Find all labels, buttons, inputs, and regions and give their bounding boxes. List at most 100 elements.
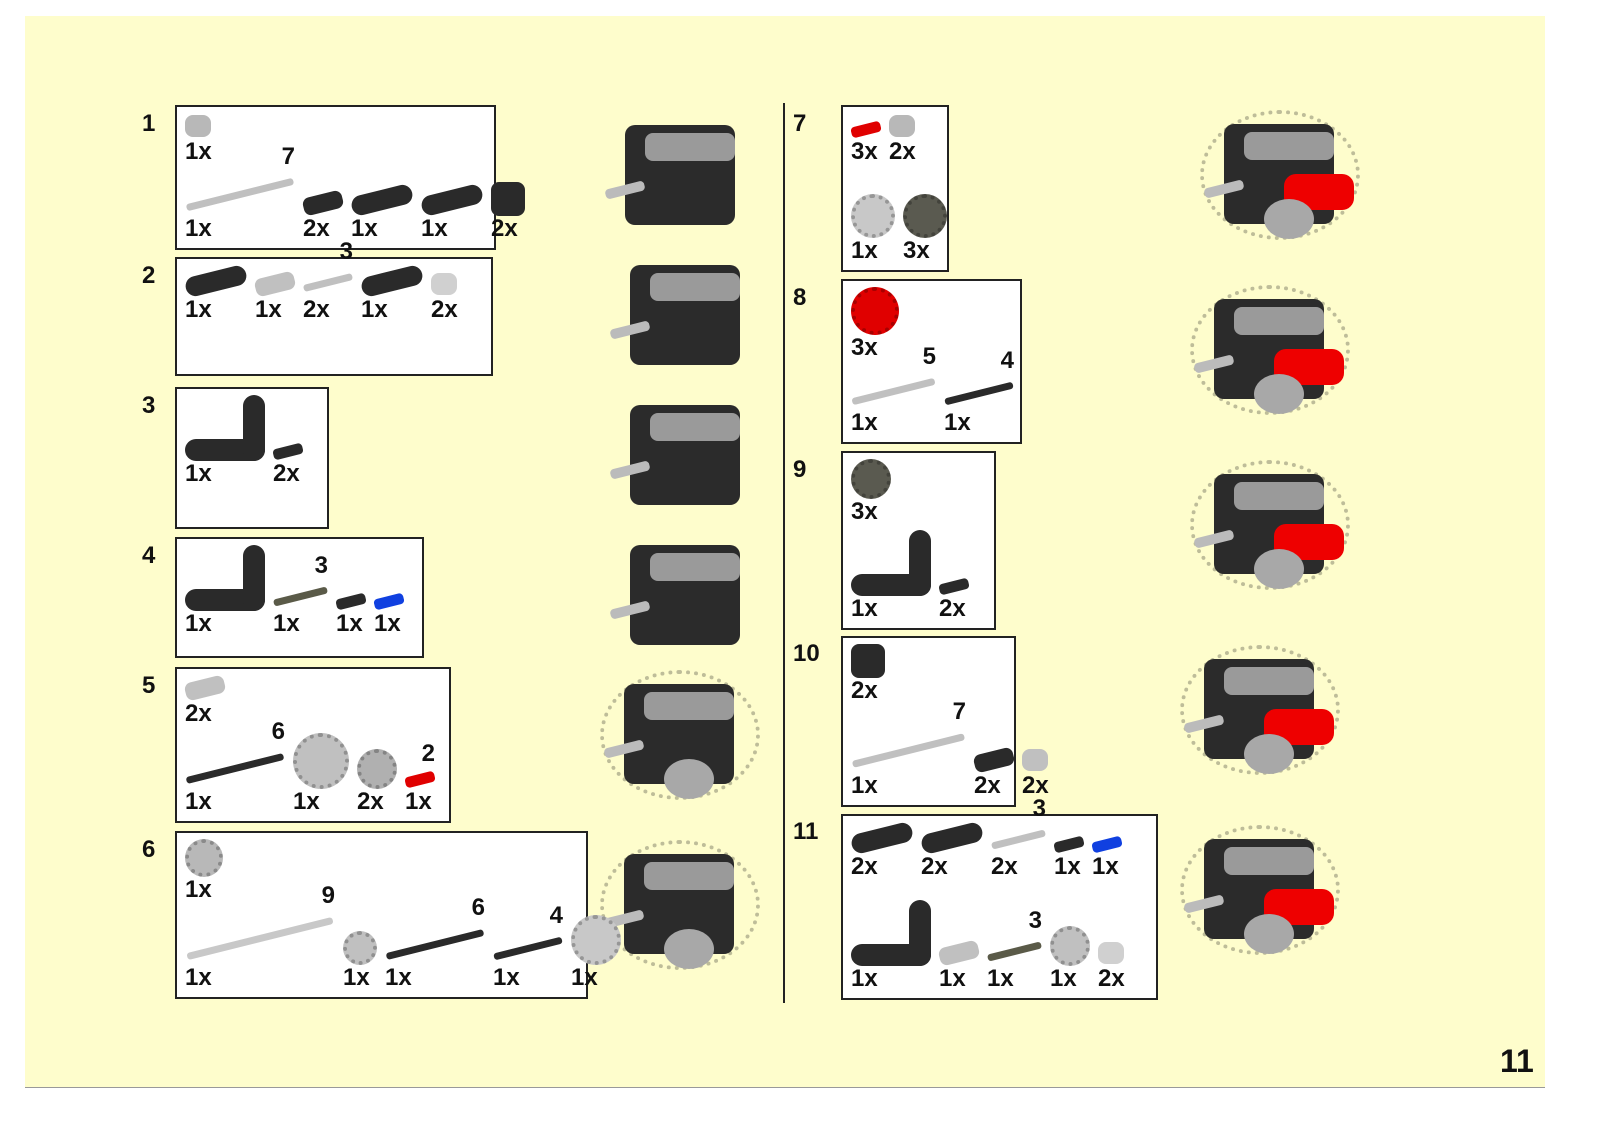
part-quantity: 2x: [185, 700, 212, 727]
part-quantity: 1x: [1050, 965, 1077, 992]
assembly-illustration: [1180, 825, 1340, 955]
assembly-part-shape: [664, 759, 714, 799]
part-item: 1x: [335, 592, 367, 637]
part-quantity: 1x: [351, 215, 378, 242]
step-number: 2: [142, 262, 156, 289]
part-item: 1x: [1050, 926, 1090, 992]
part-item: 1x: [183, 263, 249, 323]
part-quantity: 1x: [939, 965, 966, 992]
gear-piece-icon: [1050, 926, 1090, 966]
part-item: 1x: [185, 395, 265, 487]
parts-row: 2x: [183, 674, 441, 727]
part-item: 1x: [1091, 835, 1123, 880]
part-item: 1x: [349, 182, 415, 242]
conn-piece-icon: [253, 270, 297, 298]
block-piece-icon: [851, 644, 885, 678]
part-quantity: 2x: [851, 677, 878, 704]
axle-piece-icon: [493, 936, 563, 961]
part-item: 2x: [301, 189, 345, 242]
part-item: 1x: [1053, 835, 1085, 880]
part-item: 1x: [343, 931, 377, 991]
assembly-part-shape: [1254, 549, 1304, 589]
axle-length-label: 5: [922, 343, 936, 370]
lbeam-piece-icon: [851, 900, 931, 966]
assembly-illustration: [1200, 110, 1360, 240]
assembly-part-shape: [644, 692, 734, 720]
step-number: 4: [142, 542, 156, 569]
part-item: 3x: [851, 459, 891, 525]
axle-length-label: 6: [271, 718, 285, 745]
gear-piece-icon: [903, 194, 947, 238]
block-piece-icon: [491, 182, 525, 216]
beam-piece-icon: [419, 182, 485, 218]
part-quantity: 1x: [1054, 853, 1081, 880]
bush-piece-icon: [1022, 749, 1048, 771]
part-item: 2x: [491, 182, 525, 242]
assembly-part-shape: [650, 273, 740, 301]
part-item: 1x: [253, 270, 297, 323]
part-quantity: 1x: [293, 788, 320, 815]
part-quantity: 2x: [303, 296, 330, 323]
bush-piece-icon: [889, 115, 915, 137]
part-quantity: 1x: [273, 610, 300, 637]
bush-piece-icon: [1098, 942, 1124, 964]
step-number: 10: [793, 640, 820, 667]
parts-row: 3x: [851, 287, 1012, 361]
assembly-illustration: [604, 115, 765, 245]
gear-piece-icon: [571, 915, 621, 965]
step-number: 6: [142, 836, 156, 863]
assembly-illustration: [1190, 460, 1350, 590]
assembly-part-shape: [1224, 667, 1314, 695]
axle-piece-icon: [990, 829, 1047, 850]
part-quantity: 1x: [571, 964, 598, 991]
part-item: 2x: [972, 746, 1016, 799]
gear-piece-icon: [851, 459, 891, 499]
axle-piece-icon: [851, 733, 966, 768]
part-quantity: 1x: [185, 876, 212, 903]
part-quantity: 1x: [343, 964, 370, 991]
part-quantity: 1x: [185, 788, 212, 815]
step-number: 7: [793, 110, 807, 137]
pin-piece-icon: [335, 592, 367, 611]
axle-length-label: 4: [1000, 347, 1014, 374]
assembly-part-shape: [1234, 307, 1324, 335]
conn-piece-icon: [972, 746, 1016, 774]
axle-piece-icon: [185, 177, 295, 212]
part-item: 1x: [571, 915, 621, 991]
axle-piece-icon: [302, 273, 354, 292]
lbeam-piece-icon: [851, 530, 931, 596]
assembly-part-shape: [644, 862, 734, 890]
part-item: 2x: [1098, 940, 1125, 992]
part-item: 5 1x: [851, 343, 936, 436]
axle-length-label: 4: [549, 902, 563, 929]
step-number: 11: [793, 818, 819, 845]
beam-piece-icon: [919, 820, 985, 856]
step-number: 5: [142, 672, 156, 699]
axle-piece-icon: [851, 377, 936, 406]
step-number: 8: [793, 284, 807, 311]
step-number: 9: [793, 456, 807, 483]
gear-piece-icon: [357, 749, 397, 789]
gear-piece-icon: [293, 733, 349, 789]
assembly-part-shape: [664, 929, 714, 969]
gear-piece-icon: [343, 931, 377, 965]
part-quantity: 2x: [889, 138, 916, 165]
part-quantity: 1x: [255, 296, 282, 323]
conn-piece-icon: [301, 189, 345, 217]
part-quantity: 1x: [361, 296, 388, 323]
part-quantity: 2x: [851, 853, 878, 880]
part-quantity: 1x: [851, 409, 878, 436]
